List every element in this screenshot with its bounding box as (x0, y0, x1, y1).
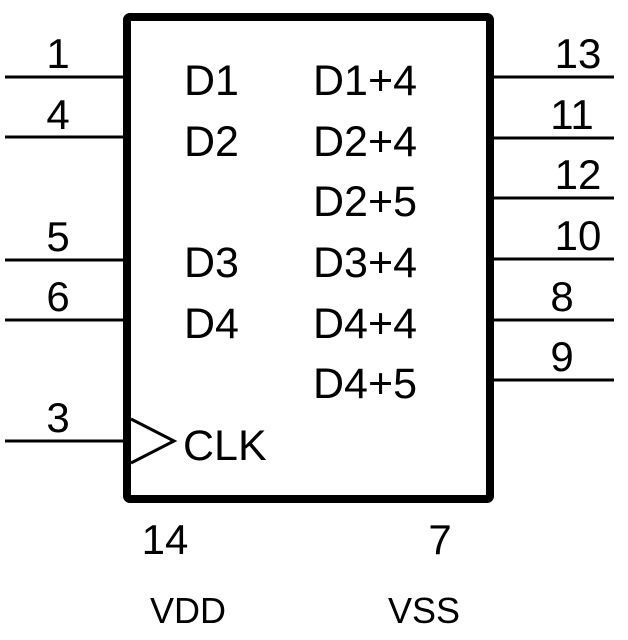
pin-number: 3 (46, 394, 69, 441)
signal-label: D3 (184, 239, 239, 287)
signal-label: D1+4 (313, 57, 417, 105)
pin-number: 11 (550, 91, 594, 138)
signal-label: D2+4 (313, 118, 417, 166)
signal-label: D3+4 (313, 239, 417, 287)
signal-label: D4 (184, 300, 239, 348)
pin-number: 1 (46, 30, 69, 77)
pin-number: 6 (46, 273, 69, 320)
power-pin-number: 7 (428, 516, 451, 563)
pin-number: 13 (555, 30, 602, 77)
power-pin-number: 14 (142, 516, 189, 563)
signal-label: CLK (183, 422, 267, 470)
signal-label: D1 (184, 57, 239, 105)
signal-label: D4+5 (313, 360, 417, 408)
pin-number: 9 (550, 333, 573, 380)
clock-triangle-icon (130, 417, 178, 465)
pin-number: 8 (550, 273, 573, 320)
pin-number: 4 (46, 91, 69, 138)
signal-label: D4+4 (313, 300, 417, 348)
power-pin-name: VSS (388, 590, 460, 631)
pin-number: 5 (46, 213, 69, 260)
power-pin-name: VDD (150, 590, 226, 631)
signal-label: D2+5 (313, 178, 417, 226)
signal-label: D2 (184, 118, 239, 166)
pin-number: 12 (555, 151, 602, 198)
chip-body (123, 13, 494, 503)
pin-number: 10 (555, 212, 602, 259)
